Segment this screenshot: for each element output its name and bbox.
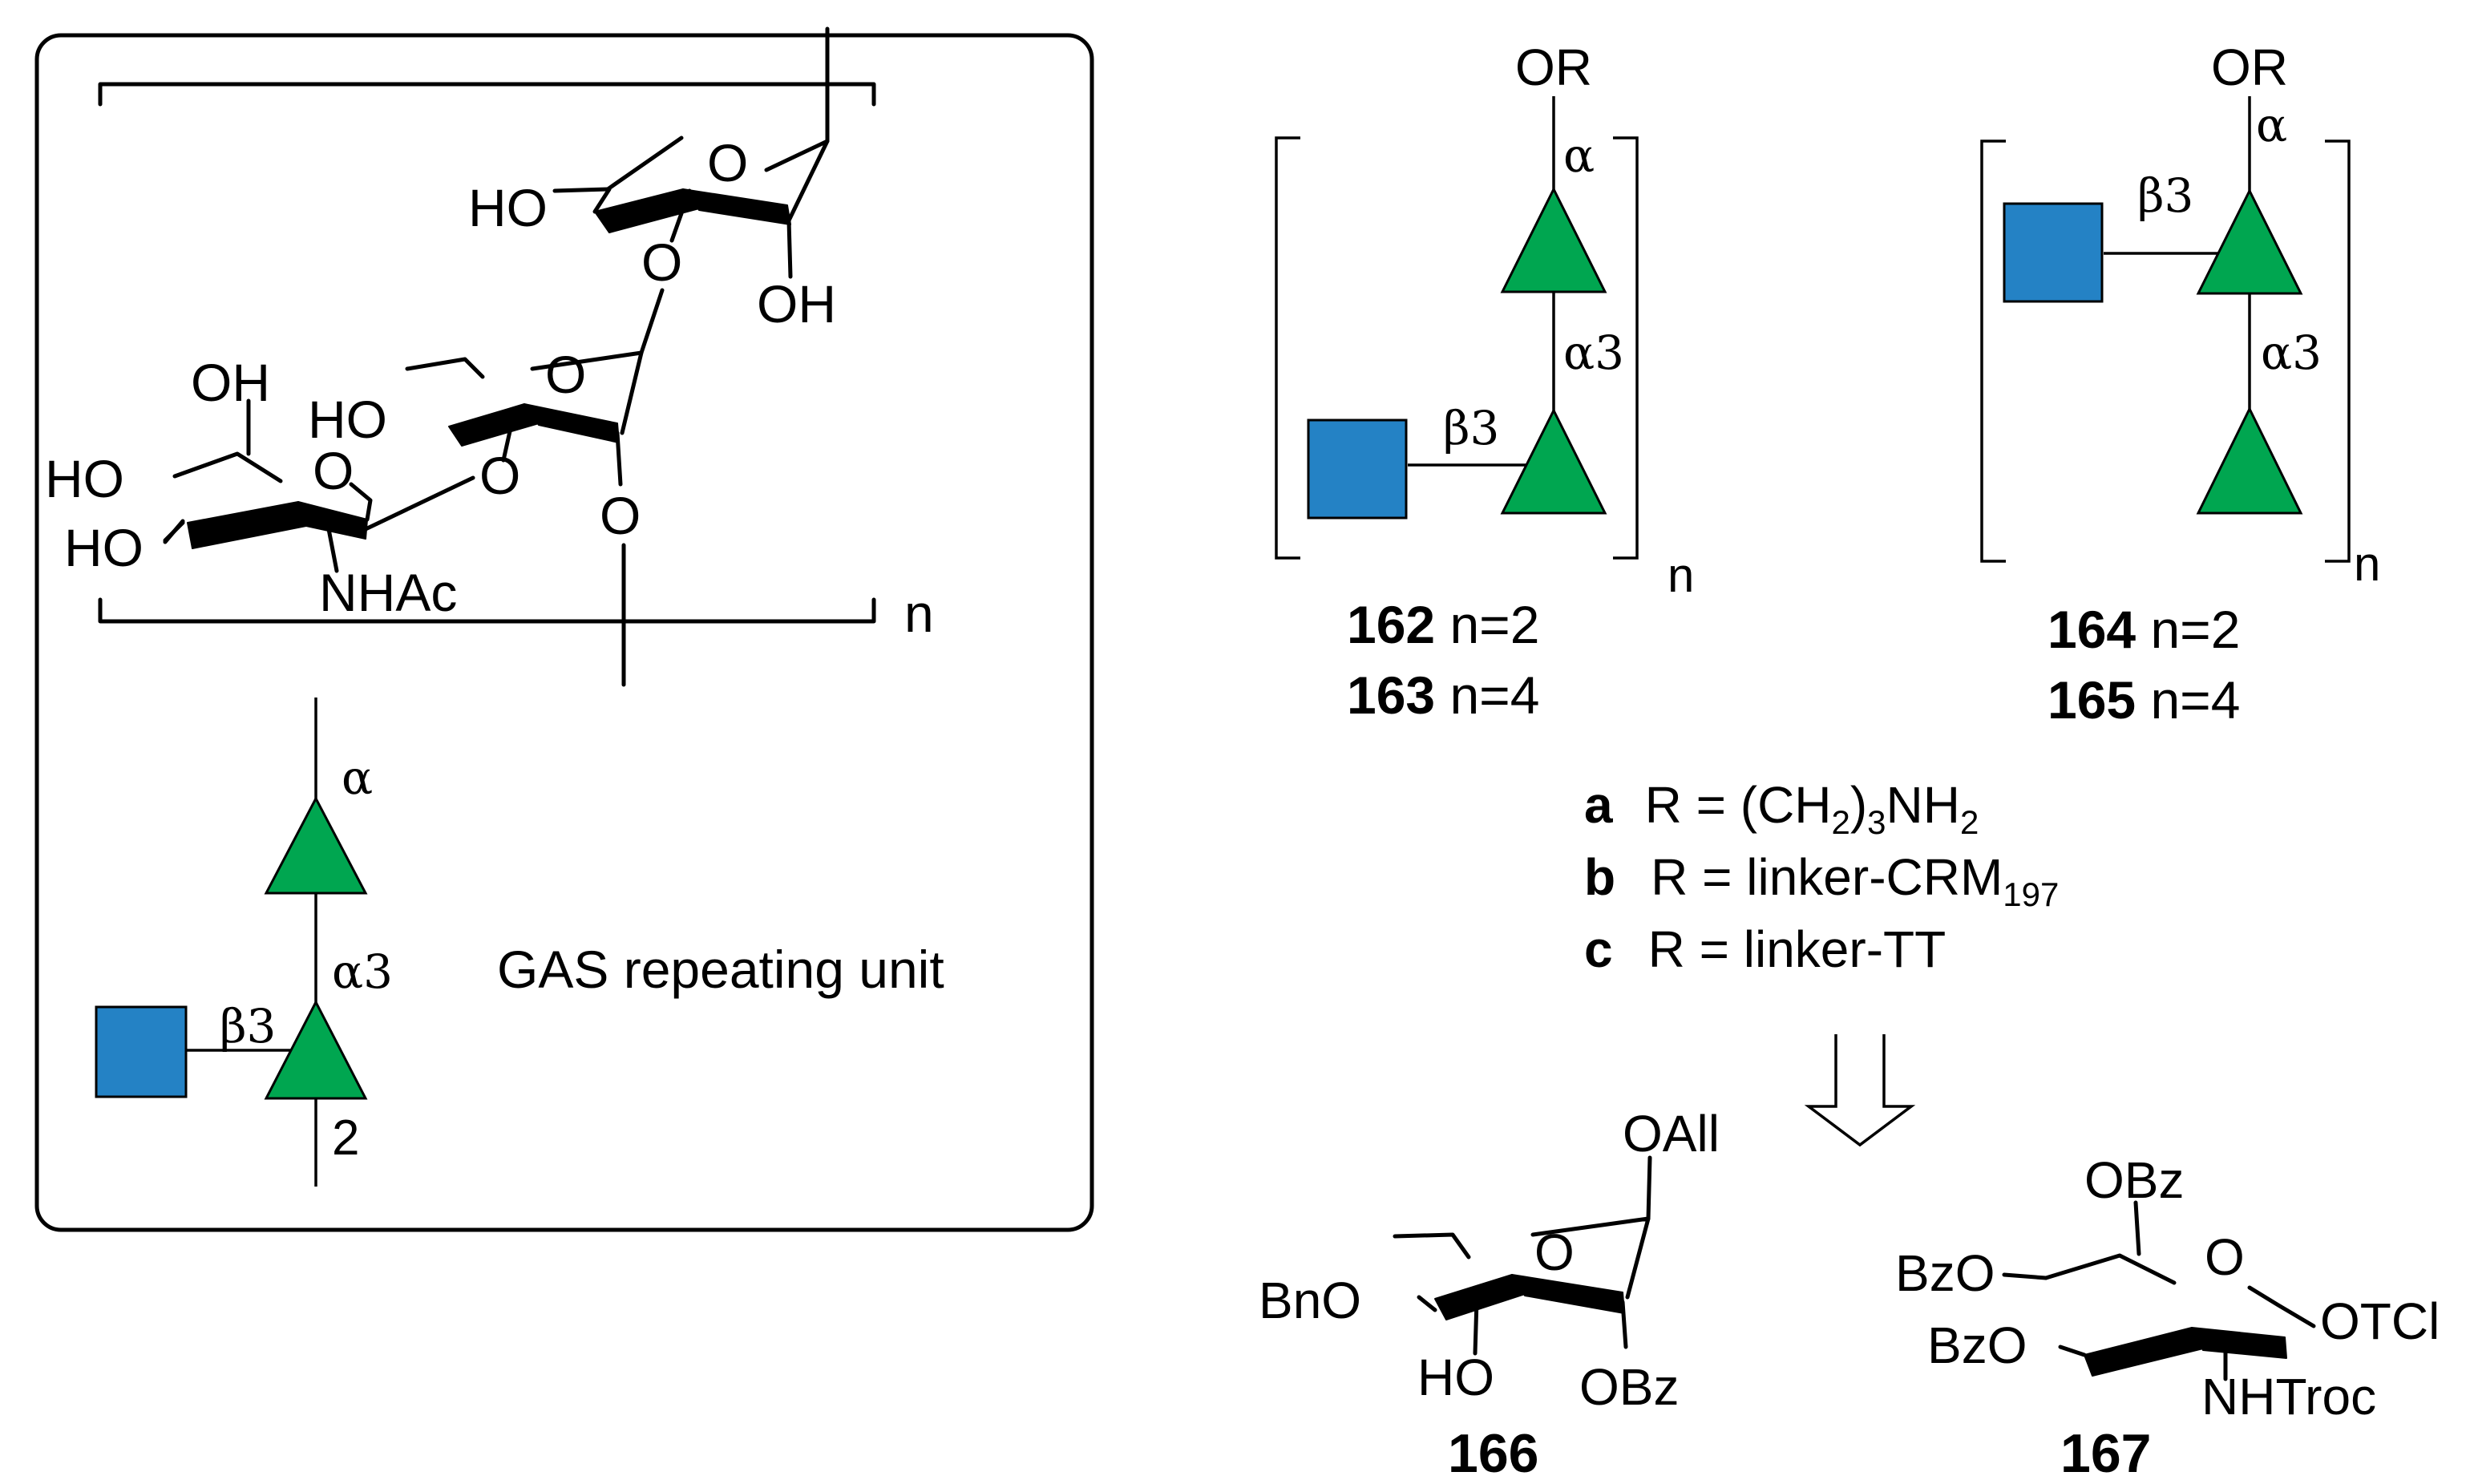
gas-link-alpha3: α3 [332, 944, 393, 999]
rhamnose-triangle-upper [2196, 188, 2303, 295]
r-group-b-sub: 197 [2003, 875, 2059, 913]
bno-166: BnO [1259, 1272, 1361, 1329]
gas-oh-2: OH [191, 353, 270, 412]
r-group-c-letter: c [1584, 920, 1613, 978]
repeat-n-164: n [2354, 537, 2380, 591]
ring-oxygen-166: O [1534, 1223, 1575, 1281]
rhamnose-triangle-top [264, 795, 368, 895]
compound-167: O [2002, 1200, 2316, 1381]
label-163-number: 163 [1347, 665, 1435, 725]
ring-oxygen-top: O [707, 133, 748, 192]
r-group-b-text: R = linker-CRM [1651, 848, 2003, 906]
obz-top-167: OBz [2084, 1151, 2184, 1209]
gas-caption: GAS repeating unit [497, 940, 944, 999]
gas-ho-2: HO [308, 390, 387, 449]
r-group-a-sub3: 2 [1960, 803, 1979, 841]
label-162: 162 n=2 [1347, 595, 1539, 654]
r-group-a-sub2: 3 [1867, 803, 1886, 841]
r-group-a-sub1: 2 [1832, 803, 1850, 841]
glcnac-square [1307, 419, 1408, 520]
r-group-c-text: R = linker-TT [1648, 920, 1946, 978]
label-164-number: 164 [2048, 600, 2136, 659]
number-167: 167 [2060, 1423, 2151, 1484]
rhamnose-triangle-upper [1500, 186, 1607, 293]
r-group-a-text2: ) [1850, 776, 1867, 834]
gas-ho-3: HO [45, 449, 124, 508]
rhamnose-triangle-lower [2196, 406, 2303, 515]
ring-oxygen-167: O [2205, 1228, 2245, 1286]
ho-166: HO [1417, 1349, 1494, 1406]
link-alpha-162: α [1563, 128, 1595, 183]
link-beta3-164: β3 [2137, 168, 2193, 223]
label-165-number: 165 [2048, 670, 2136, 730]
r-group-b-letter: b [1584, 848, 1615, 906]
obz-166: OBz [1579, 1358, 1679, 1416]
label-163-text: n=4 [1435, 665, 1539, 725]
rhamnose-triangle-bottom [264, 999, 368, 1100]
link-alpha-164: α [2256, 98, 2287, 152]
gas-ho-1: HO [468, 178, 548, 237]
r-group-b: b R = linker-CRM197 [1584, 848, 2059, 913]
bzo-2-167: BzO [1927, 1316, 2027, 1374]
gas-repeat-n: n [904, 584, 934, 643]
number-166: 166 [1448, 1423, 1538, 1484]
nhtroc-167: NHTroc [2201, 1368, 2376, 1425]
label-165: 165 n=4 [2048, 670, 2240, 730]
glcnac-square [2003, 202, 2104, 303]
link-alpha3-162: α3 [1563, 326, 1624, 380]
retrosynthesis-arrow [1804, 1034, 1916, 1147]
repeat-n-162: n [1668, 548, 1694, 602]
or-162: OR [1515, 38, 1592, 96]
r-group-a-text3: NH [1886, 776, 1960, 834]
glcnac-square [95, 1005, 188, 1098]
compound-164-165 [1980, 96, 2351, 563]
gas-panel-border [34, 33, 1094, 1232]
rhamnose-ring-top: O [552, 133, 830, 279]
gas-link-beta3: β3 [220, 999, 276, 1053]
gas-repeat-brackets [98, 26, 876, 687]
label-164-text: n=2 [2136, 600, 2240, 659]
label-162-text: n=2 [1435, 595, 1539, 654]
or-164: OR [2211, 38, 2288, 96]
gas-link-2: 2 [332, 1110, 359, 1166]
rhamnose-ring-middle: O [405, 345, 644, 487]
link-beta3-162: β3 [1443, 401, 1499, 455]
bzo-1-167: BzO [1895, 1244, 1995, 1302]
rhamnose-triangle-lower [1500, 407, 1607, 515]
r-group-a-text: R = (CH [1645, 776, 1832, 834]
gas-ho-4: HO [64, 518, 144, 577]
gas-symbol-glycan [95, 698, 368, 1187]
label-165-text: n=4 [2136, 670, 2240, 730]
label-163: 163 n=4 [1347, 665, 1539, 725]
compound-162-163 [1275, 96, 1639, 560]
gas-link-alpha: α [342, 750, 373, 805]
gas-nhac: NHAc [319, 563, 457, 622]
r-group-a-letter: a [1584, 776, 1613, 834]
gas-ring-o-link1: O [641, 233, 682, 292]
otcl-167: OTCl [2320, 1292, 2440, 1350]
gas-ring-o-link3: O [600, 486, 641, 545]
glcnac-ring: O [163, 398, 475, 573]
gas-oh-1: OH [757, 274, 836, 334]
gas-ring-o-link2: O [479, 446, 520, 505]
oall-166: OAll [1623, 1105, 1720, 1163]
r-group-c: c R = linker-TT [1584, 920, 1946, 978]
ring-oxygen-middle: O [545, 345, 586, 404]
link-alpha3-164: α3 [2261, 326, 2322, 380]
compound-166: O [1393, 1155, 1652, 1356]
ring-oxygen-glcnac: O [313, 441, 354, 500]
label-162-number: 162 [1347, 595, 1435, 654]
label-164: 164 n=2 [2048, 600, 2240, 659]
